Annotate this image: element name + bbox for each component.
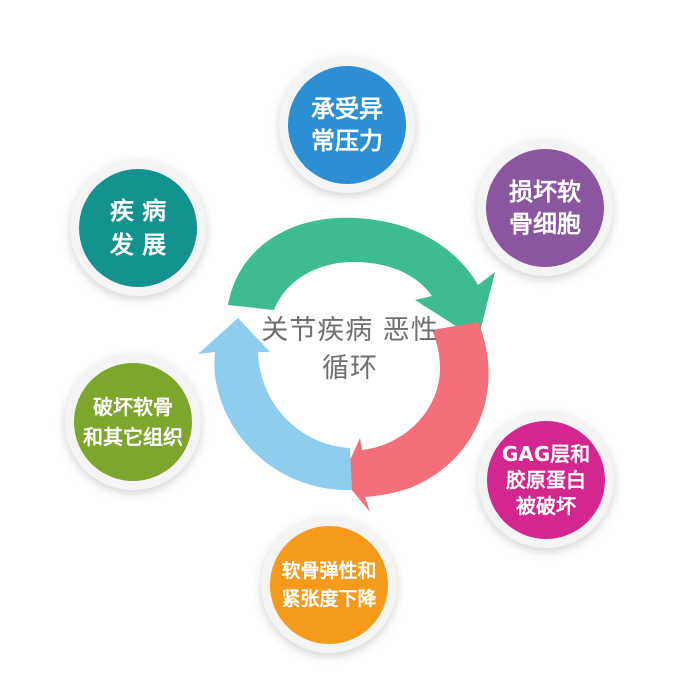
node-destroy-cartilage-tissue: 破坏软骨 和其它组织 [65,354,201,490]
node-damage-cartilage-cells-line2: 骨细胞 [509,210,581,238]
node-damage-cartilage-cells-circle: 损坏软 骨细胞 [486,149,604,267]
node-destroy-cartilage-tissue-line2: 和其它组织 [83,425,183,449]
node-elasticity-decline-line1: 软骨弹性和 [281,560,377,582]
node-abnormal-pressure-circle: 承受异 常压力 [288,66,406,184]
cycle-arrow-pink [342,322,489,512]
node-destroy-cartilage-tissue-circle: 破坏软骨 和其它组织 [74,363,192,481]
node-gag-collagen-destroyed-circle: GAG层和 胶原蛋白 被破坏 [487,421,605,539]
node-gag-collagen-destroyed-line1: GAG层和 [501,442,591,466]
node-gag-collagen-destroyed-line3: 被破坏 [516,494,576,518]
cycle-title: 关节疾病 恶性循环 [255,312,445,388]
node-destroy-cartilage-tissue-line1: 破坏软骨 [93,395,173,419]
cycle-title-line1: 关节疾病 [261,315,374,346]
node-damage-cartilage-cells-line1: 损坏软 [509,178,581,206]
node-disease-development-circle: 疾 病 发 展 [79,169,197,287]
node-elasticity-decline-circle: 软骨弹性和 紧张度下降 [270,526,388,644]
cycle-arrow-green [228,217,495,340]
node-disease-development-line1: 疾 病 [109,197,167,225]
node-damage-cartilage-cells: 损坏软 骨细胞 [477,140,613,276]
node-elasticity-decline: 软骨弹性和 紧张度下降 [261,517,397,653]
node-disease-development: 疾 病 发 展 [70,160,206,296]
node-elasticity-decline-line2: 紧张度下降 [281,588,377,610]
node-gag-collagen-destroyed-line2: 胶原蛋白 [506,468,586,492]
node-abnormal-pressure: 承受异 常压力 [279,57,415,193]
cycle-title-line2: 恶性循环 [322,315,439,384]
node-disease-development-line2: 发 展 [109,231,167,259]
node-abnormal-pressure-line2: 常压力 [311,127,383,155]
node-abnormal-pressure-line1: 承受异 [311,95,383,123]
cycle-arrow-blue [198,318,352,491]
node-gag-collagen-destroyed: GAG层和 胶原蛋白 被破坏 [478,412,614,548]
